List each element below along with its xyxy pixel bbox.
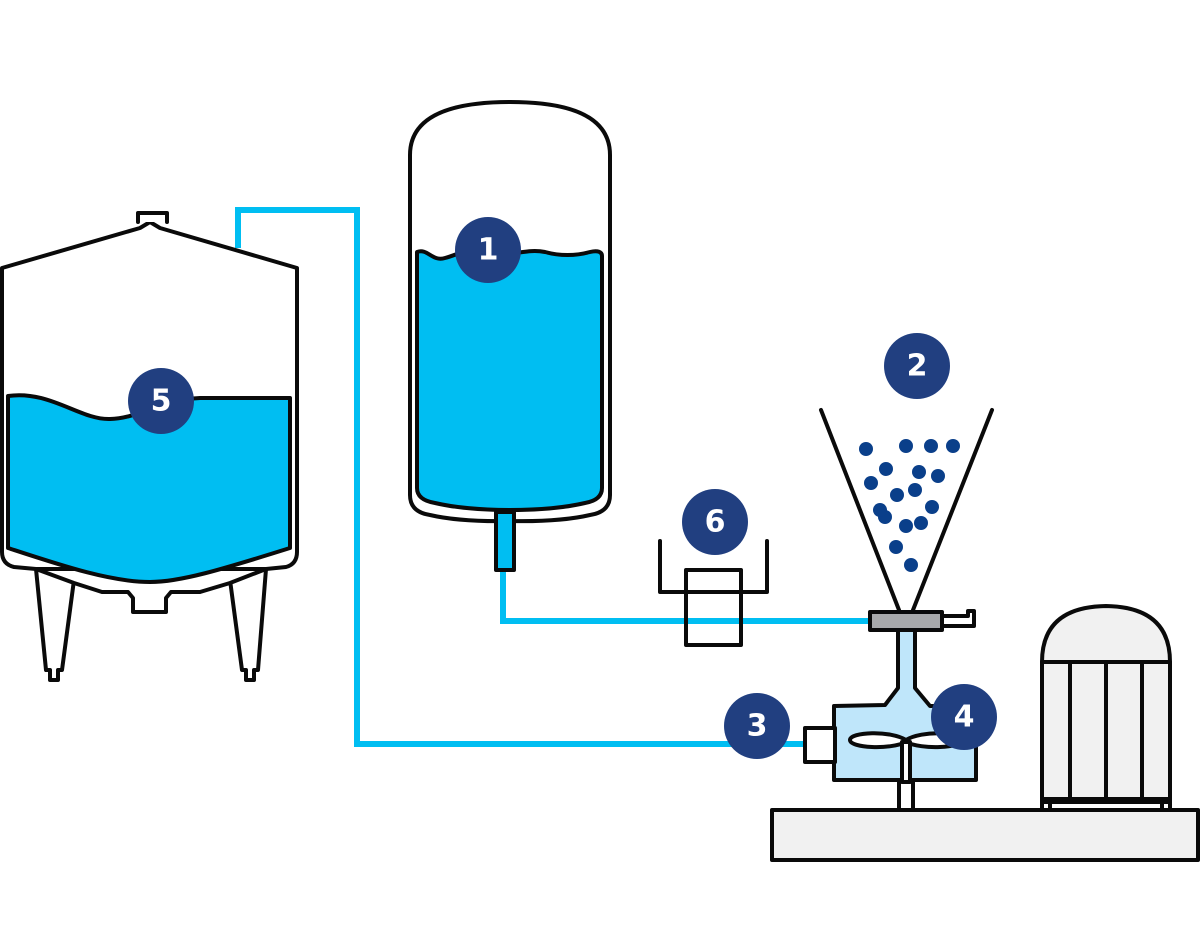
- motor-feet: [1040, 797, 1172, 812]
- rotor-shaft: [900, 740, 912, 784]
- powder-particle: [899, 439, 913, 453]
- badge-1-label: 1: [478, 233, 499, 268]
- motor: [1040, 604, 1172, 812]
- tank-outlet-nozzle: [494, 510, 516, 572]
- product-vessel: [0, 211, 299, 682]
- pipes: [235, 207, 870, 747]
- mixer-inlet-stub: [803, 726, 837, 764]
- powder-particle: [864, 476, 878, 490]
- badge-2-label: 2: [907, 349, 928, 384]
- motor-fins: [1068, 660, 1144, 801]
- powder-particle: [908, 483, 922, 497]
- vessel-top-nozzle: [136, 211, 169, 224]
- badge-4-label: 4: [954, 700, 975, 735]
- liquid-feed-pipe: [500, 568, 870, 624]
- badge-6-circle: [682, 489, 748, 555]
- badge-2-circle: [884, 333, 950, 399]
- in-line-unit-body: [684, 568, 743, 647]
- powder-particle: [890, 488, 904, 502]
- vessel-skirt: [34, 567, 268, 614]
- liquid-supply-tank: [408, 100, 612, 572]
- badge-4[interactable]: 4: [931, 684, 997, 750]
- in-line-unit: [658, 539, 769, 647]
- powder-particle: [925, 500, 939, 514]
- badge-2[interactable]: 2: [884, 333, 950, 399]
- powder-particles: [859, 439, 960, 572]
- mixer: [803, 628, 978, 812]
- powder-particle: [912, 465, 926, 479]
- badge-3-label: 3: [747, 709, 768, 744]
- powder-particle: [889, 540, 903, 554]
- powder-particle: [931, 469, 945, 483]
- powder-particle: [873, 503, 887, 517]
- badge-3-circle: [724, 693, 790, 759]
- badge-5[interactable]: 5: [128, 368, 194, 434]
- recirculation-pipe: [235, 207, 806, 747]
- motor-dome: [1040, 604, 1172, 664]
- powder-particle: [924, 439, 938, 453]
- powder-hopper: [819, 408, 994, 612]
- valve-body: [868, 610, 944, 632]
- badges: 1 2 3 4 5 6: [128, 217, 997, 759]
- valve-handle: [938, 609, 976, 628]
- hopper-cone: [819, 408, 994, 612]
- powder-particle: [859, 442, 873, 456]
- badge-4-circle: [931, 684, 997, 750]
- badge-6[interactable]: 6: [682, 489, 748, 555]
- powder-particle: [904, 558, 918, 572]
- vessel-liquid: [6, 393, 292, 584]
- badge-6-label: 6: [705, 505, 726, 540]
- vessel-leg-right: [228, 567, 268, 682]
- tank-inner-liquid: [415, 247, 604, 512]
- badge-1[interactable]: 1: [455, 217, 521, 283]
- in-line-unit-bracket: [658, 539, 769, 594]
- powder-particle: [879, 462, 893, 476]
- powder-particle: [946, 439, 960, 453]
- powder-particle: [914, 516, 928, 530]
- badge-5-label: 5: [151, 384, 172, 419]
- badge-1-circle: [455, 217, 521, 283]
- badge-5-circle: [128, 368, 194, 434]
- base-plate: [770, 808, 1200, 862]
- vessel-leg-left: [34, 567, 76, 682]
- powder-valve: [868, 609, 976, 632]
- powder-particle: [899, 519, 913, 533]
- badge-3[interactable]: 3: [724, 693, 790, 759]
